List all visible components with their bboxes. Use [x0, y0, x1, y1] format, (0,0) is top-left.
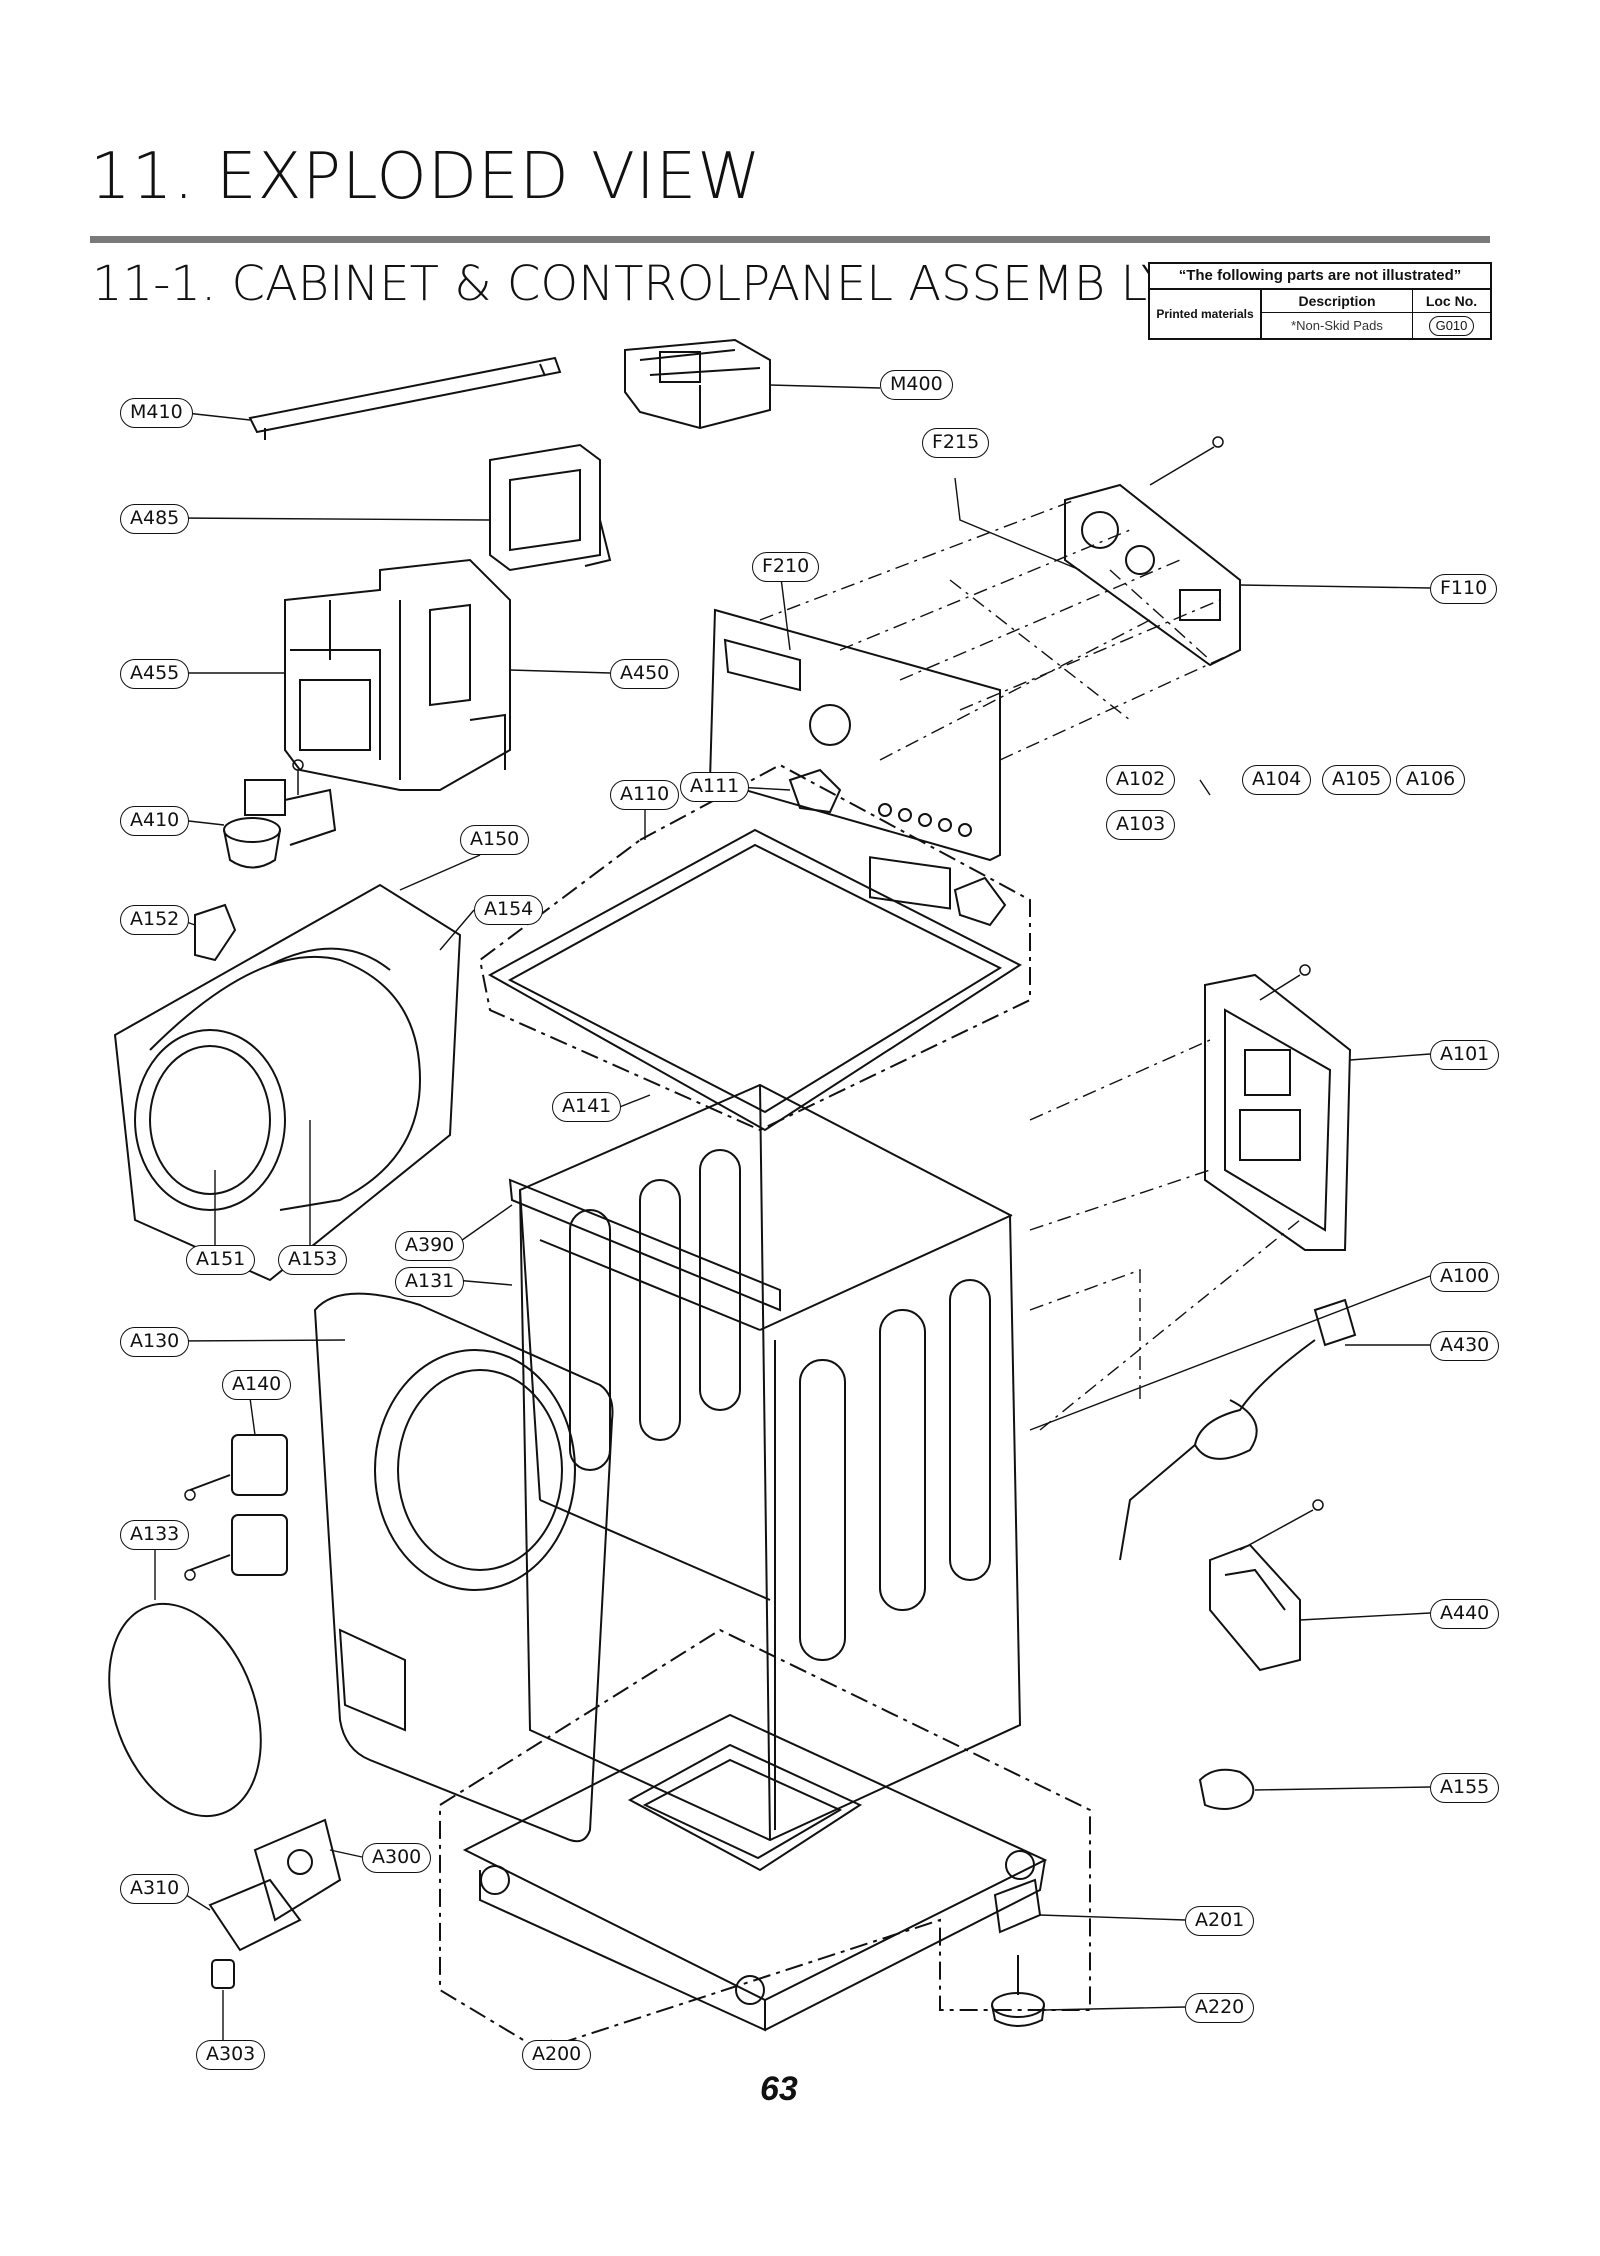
- part-label-m410: M410: [120, 398, 193, 428]
- noise-filter: [1209, 1543, 1301, 1672]
- top-plate: [487, 828, 1023, 1132]
- pressure-switch: [223, 779, 337, 869]
- main-pcb: [284, 558, 511, 791]
- part-label-a440: A440: [1430, 1599, 1500, 1629]
- note-row-label: Printed materials: [1150, 290, 1262, 338]
- part-label-a106: A106: [1396, 765, 1466, 795]
- part-label-a300: A300: [362, 1843, 432, 1873]
- part-label-a390: A390: [395, 1231, 465, 1261]
- part-label-a102: A102: [1106, 765, 1176, 795]
- part-label-a133: A133: [120, 1520, 190, 1550]
- note-heading: “The following parts are not illustrated…: [1150, 264, 1490, 290]
- door-hinge: [189, 1434, 288, 1576]
- foot-cap: [1198, 1768, 1255, 1810]
- part-label-a154: A154: [474, 895, 544, 925]
- part-label-f110: F110: [1430, 574, 1498, 604]
- door-handle: [194, 903, 237, 962]
- power-cord: [1119, 1298, 1357, 1561]
- drain-cap: [211, 1959, 235, 1989]
- note-item-description: *Non-Skid Pads: [1262, 313, 1413, 338]
- assembly-dashes-rear: [1029, 1039, 1301, 1431]
- base-zone: [439, 1628, 1091, 2052]
- front-panel: [313, 1292, 614, 1843]
- note-item-loc-badge: G010: [1428, 316, 1475, 336]
- title-rule: [90, 236, 1490, 243]
- part-label-a310: A310: [120, 1874, 190, 1904]
- part-label-a150: A150: [460, 825, 530, 855]
- note-col-loc: Loc No.: [1413, 290, 1490, 313]
- part-label-a100: A100: [1430, 1262, 1500, 1292]
- top-cover-zone: [478, 763, 1031, 1132]
- part-label-a152: A152: [120, 905, 190, 935]
- page-title: 11. EXPLODED VIEW: [90, 140, 762, 214]
- section-title: 11-1. CABINET & CONTROLPANEL ASSEMB LY: [92, 256, 1171, 312]
- note-col-description: Description: [1262, 290, 1413, 313]
- part-label-a105: A105: [1322, 765, 1392, 795]
- part-label-a103: A103: [1106, 810, 1176, 840]
- part-label-a141: A141: [552, 1092, 622, 1122]
- part-label-a140: A140: [222, 1370, 292, 1400]
- dispenser-pump: [624, 338, 771, 430]
- part-label-a151: A151: [186, 1245, 256, 1275]
- part-label-a110: A110: [610, 780, 680, 810]
- assembly-dashes-panel: [759, 499, 1241, 761]
- filter-cover: [208, 1818, 342, 1952]
- part-label-a410: A410: [120, 806, 190, 836]
- adjustable-foot: [991, 1955, 1045, 2027]
- part-label-a131: A131: [395, 1267, 465, 1297]
- screw-icons: [184, 436, 1324, 1581]
- rear-panel: [1204, 973, 1352, 1251]
- leveling-bracket: [993, 1878, 1042, 1934]
- part-label-f210: F210: [752, 552, 820, 582]
- not-illustrated-table: “The following parts are not illustrated…: [1148, 262, 1492, 340]
- clamp-ring: [108, 1602, 262, 1818]
- part-label-a303: A303: [196, 2040, 266, 2070]
- part-label-a130: A130: [120, 1327, 190, 1357]
- hinge-bracket-top: [788, 768, 842, 814]
- page-number: 63: [760, 2070, 798, 2108]
- part-label-a485: A485: [120, 504, 190, 534]
- part-label-a201: A201: [1185, 1906, 1255, 1936]
- part-label-a450: A450: [610, 659, 680, 689]
- cabinet-body: [518, 1083, 1022, 1842]
- part-label-a104: A104: [1242, 765, 1312, 795]
- top-rail: [248, 356, 562, 440]
- door-group-zone: [113, 883, 462, 1282]
- note-item-loc: G010: [1413, 313, 1490, 338]
- control-pcb: [1064, 483, 1241, 667]
- part-label-a430: A430: [1430, 1331, 1500, 1361]
- part-label-a155: A155: [1430, 1773, 1500, 1803]
- part-label-a455: A455: [120, 659, 190, 689]
- control-panel: [708, 608, 1001, 910]
- front-brace: [508, 1178, 781, 1331]
- part-label-a111: A111: [680, 772, 750, 802]
- base-frame: [462, 1713, 1048, 2032]
- display-pcb: [489, 443, 612, 572]
- part-label-a200: A200: [522, 2040, 592, 2070]
- part-label-a220: A220: [1185, 1993, 1255, 2023]
- part-label-m400: M400: [880, 370, 953, 400]
- part-label-a153: A153: [278, 1245, 348, 1275]
- part-label-f215: F215: [922, 428, 990, 458]
- part-label-a101: A101: [1430, 1040, 1500, 1070]
- door-assembly: [134, 947, 422, 1211]
- hinge-bracket-right: [953, 876, 1007, 927]
